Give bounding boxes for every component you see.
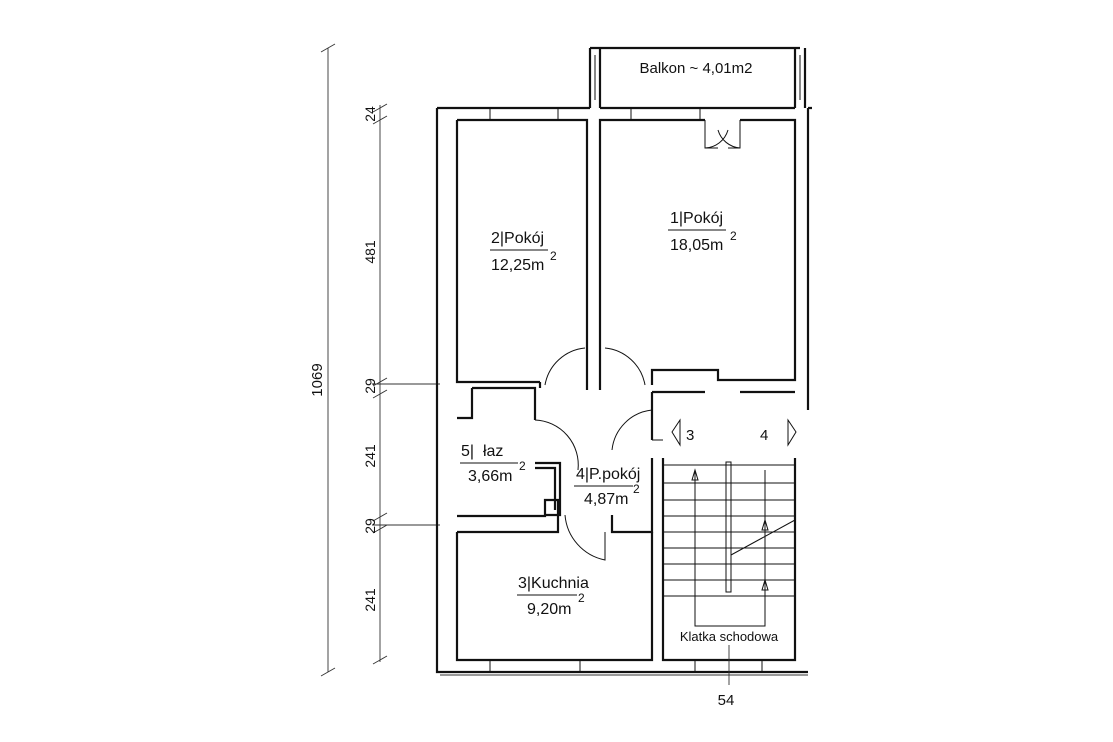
dim-label: 241 <box>362 444 378 468</box>
dim-label: 241 <box>362 588 378 612</box>
dimension-total: 1069 <box>309 43 336 677</box>
door-mark-3: 3 <box>686 427 694 444</box>
room-area: 18,05m <box>670 237 723 254</box>
door-mark-4: 4 <box>760 427 768 444</box>
room-area-sup: 2 <box>633 482 640 496</box>
room-area: 12,25m <box>491 257 544 274</box>
room-name: 3|Kuchnia <box>518 575 589 592</box>
room-area-sup: 2 <box>730 229 737 243</box>
walls <box>435 46 812 674</box>
dim-label: 29 <box>362 518 378 534</box>
staircase-label: Klatka schodowa <box>680 629 779 644</box>
dim-label: 29 <box>362 378 378 394</box>
room-area: 3,66m <box>468 468 512 485</box>
room-area: 9,20m <box>527 601 571 618</box>
dim-label: 481 <box>362 240 378 264</box>
room-area-sup: 2 <box>550 249 557 263</box>
dimension-segments: 24 481 29 241 29 241 <box>362 103 440 665</box>
staircase-stairs <box>663 461 796 627</box>
room-area: 4,87m <box>584 491 628 508</box>
room-4-label: 4|P.pokój 4,87m 2 <box>574 466 640 508</box>
room-name: 5| łaz <box>461 443 503 460</box>
dim-label: 24 <box>362 106 378 122</box>
room-name: 4|P.pokój <box>576 466 640 483</box>
dimension-bottom: 54 <box>440 645 808 709</box>
dimension-total-label: 1069 <box>309 363 326 396</box>
room-name: 2|Pokój <box>491 230 544 247</box>
room-3-label: 3|Kuchnia 9,20m 2 <box>517 575 589 618</box>
dimension-bottom-label: 54 <box>718 692 735 709</box>
room-1-label: 1|Pokój 18,05m 2 <box>668 210 737 254</box>
room-5-label: 5| łaz 3,66m 2 <box>460 443 526 485</box>
room-2-label: 2|Pokój 12,25m 2 <box>490 230 557 274</box>
balcony-label: Balkon ~ 4,01m2 <box>640 60 753 77</box>
room-name: 1|Pokój <box>670 210 723 227</box>
room-area-sup: 2 <box>519 459 526 473</box>
room-area-sup: 2 <box>578 591 585 605</box>
